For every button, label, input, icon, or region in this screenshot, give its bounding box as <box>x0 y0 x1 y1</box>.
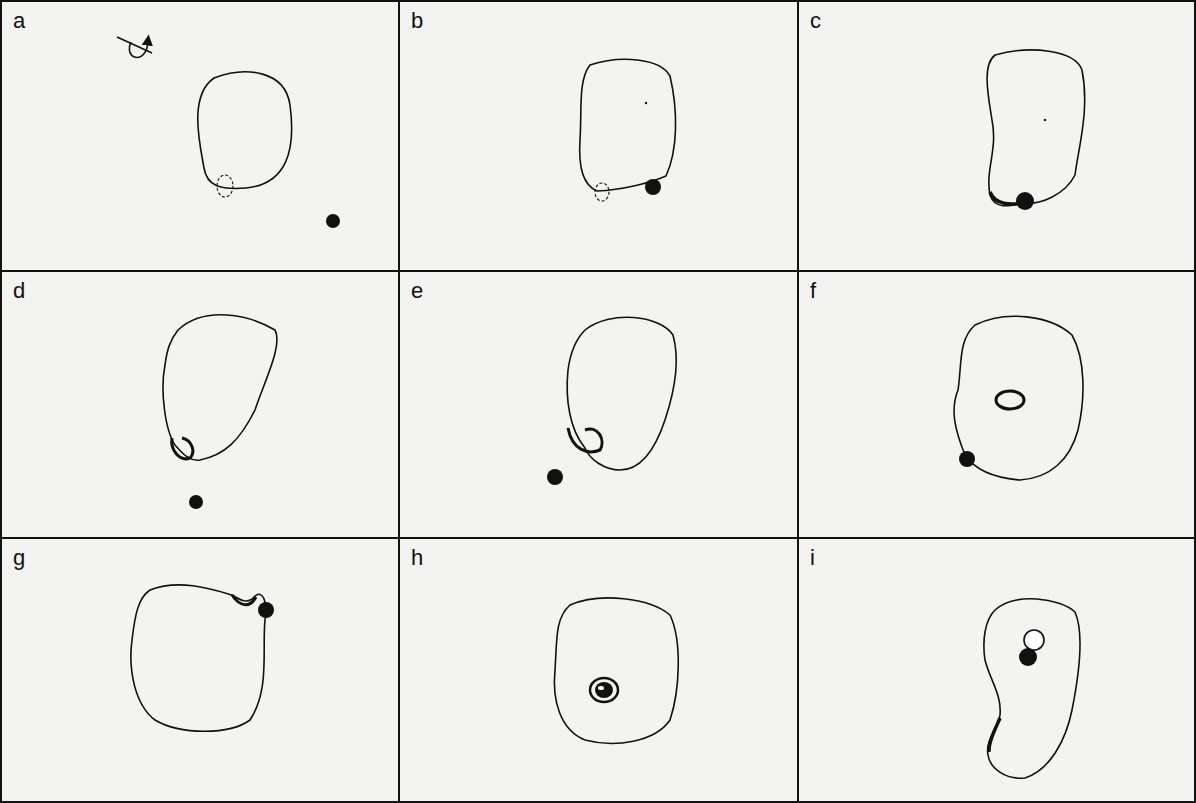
cell-outline <box>198 72 292 189</box>
vacuole <box>590 678 618 702</box>
particle <box>189 495 203 509</box>
panel-letter: i <box>810 547 815 569</box>
figure-panel: b <box>398 0 799 272</box>
panel-letter: d <box>13 280 25 302</box>
particle <box>326 214 340 228</box>
speck <box>1044 119 1046 121</box>
panel-letter: g <box>13 547 25 569</box>
figure-panel: h <box>398 537 799 803</box>
figure-panel: i <box>797 537 1196 803</box>
panel-letter: b <box>411 10 423 32</box>
figure-panel: c <box>797 0 1196 272</box>
particle <box>595 682 613 698</box>
particle <box>258 602 274 618</box>
invagination <box>568 428 602 452</box>
figure-panel: g <box>0 537 400 803</box>
rotation-arrow <box>129 40 148 57</box>
cell-outline <box>954 316 1083 480</box>
panel-letter: e <box>411 280 423 302</box>
figure-panel: f <box>797 270 1196 539</box>
vacuole <box>1024 630 1044 650</box>
cell-outline <box>131 585 266 731</box>
panel-letter: a <box>13 10 25 32</box>
cell-outline <box>984 599 1080 778</box>
figure-panel: e <box>398 270 799 539</box>
dashed-region <box>217 175 233 197</box>
cell-outline <box>987 50 1085 206</box>
highlight <box>598 686 604 690</box>
invagination <box>172 438 193 459</box>
panel-letter: f <box>810 280 816 302</box>
cell-outline <box>163 315 277 460</box>
speck <box>645 102 647 104</box>
particle <box>645 179 661 195</box>
particle <box>1019 648 1037 666</box>
thickened-membrane <box>989 718 1000 752</box>
panel-letter: c <box>810 10 821 32</box>
particle <box>547 469 563 485</box>
cell-outline <box>567 317 676 470</box>
vacuole <box>996 391 1024 409</box>
particle <box>1016 192 1034 210</box>
dashed-region <box>595 183 609 201</box>
invagination <box>232 595 256 605</box>
particle <box>959 451 975 467</box>
figure-panel: a <box>0 0 400 272</box>
cell-outline <box>554 598 678 743</box>
panel-letter: h <box>411 547 423 569</box>
figure-panel: d <box>0 270 400 539</box>
cell-outline <box>580 59 676 191</box>
